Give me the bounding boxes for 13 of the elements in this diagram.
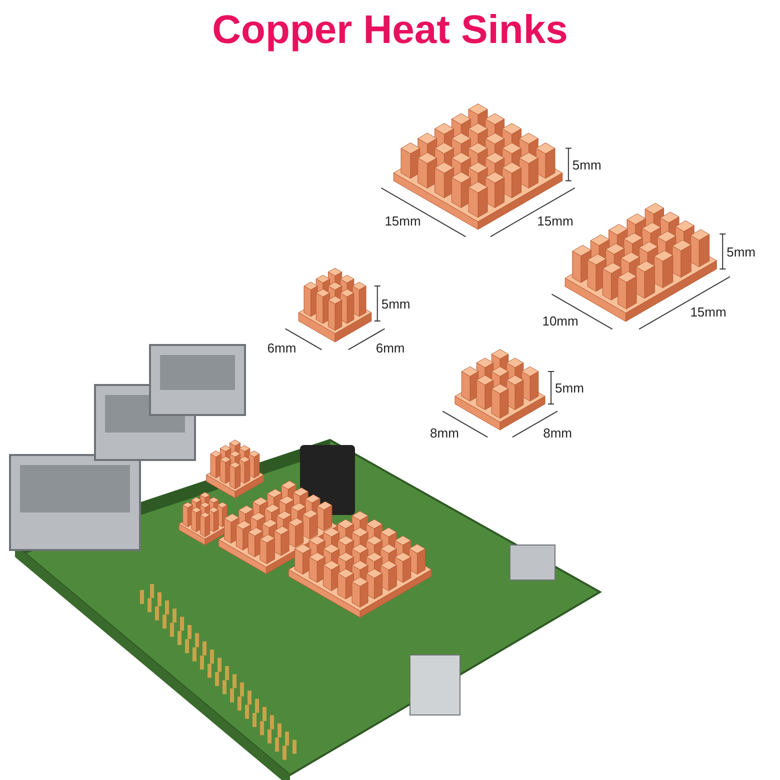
dimension-label: 10mm bbox=[542, 313, 578, 328]
dimension-label: 15mm bbox=[384, 213, 421, 228]
dimension-label: 8mm bbox=[543, 425, 572, 440]
dimension-label: 5mm bbox=[381, 296, 410, 311]
dimension-label: 5mm bbox=[726, 244, 756, 259]
dimension-label: 15mm bbox=[537, 213, 574, 228]
dimension-label: 6mm bbox=[267, 340, 296, 356]
title: Copper Heat Sinks bbox=[212, 8, 568, 52]
dimension-label: 6mm bbox=[376, 340, 405, 356]
dimension-label: 8mm bbox=[430, 425, 459, 440]
dimension-label: 5mm bbox=[572, 157, 602, 172]
dimension-label: 5mm bbox=[555, 380, 584, 396]
dimension-label: 15mm bbox=[690, 304, 726, 320]
